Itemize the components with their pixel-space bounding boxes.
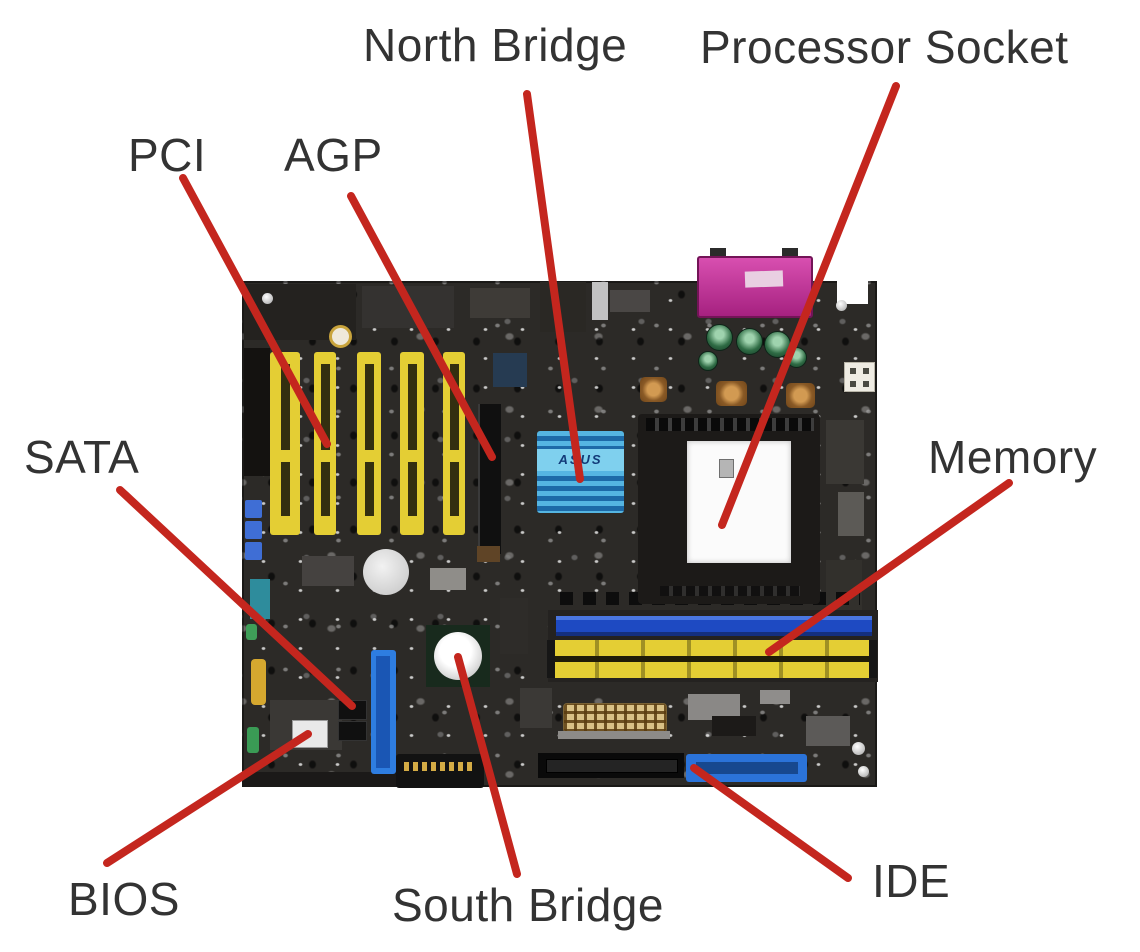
leader-line-agp: [347, 192, 496, 461]
label-pci: PCI: [128, 129, 207, 181]
label-sata: SATA: [24, 431, 140, 483]
board-component: [558, 731, 670, 739]
cpu-power-pins: [850, 368, 856, 374]
usb-header: [245, 500, 262, 518]
leader-line-sata: [116, 486, 356, 710]
inductor-coil: [786, 383, 815, 408]
screw: [836, 300, 847, 311]
board-component: [806, 716, 850, 746]
memory-slots: [553, 640, 874, 656]
leader-line-bios: [103, 730, 312, 867]
label-ide: IDE: [872, 855, 951, 907]
atx-power-connector: [563, 703, 667, 733]
screw: [262, 293, 273, 304]
board-component: [430, 568, 466, 590]
board-component: [826, 420, 864, 484]
memory-slot-gap: [553, 656, 874, 662]
leader-line-memory: [765, 479, 1013, 656]
board-component: [500, 598, 528, 654]
capacitor-green: [247, 727, 259, 753]
capacitor-green: [698, 351, 718, 371]
board-component: [610, 290, 650, 312]
board-component: [470, 288, 530, 318]
screw: [858, 766, 869, 777]
cpu-socket-pins: [660, 586, 800, 596]
slot-groove: [364, 364, 374, 516]
leader-line-south-bridge: [454, 653, 521, 878]
ide-connector-slot: [696, 762, 798, 774]
label-north-bridge: North Bridge: [363, 19, 628, 71]
edge-connector-teal: [250, 579, 270, 619]
slot-groove: [280, 364, 290, 516]
usb-header: [245, 542, 262, 560]
label-bios: BIOS: [68, 873, 180, 925]
board-component: [838, 492, 864, 536]
inductor-coil: [640, 377, 667, 402]
capacitor-green: [246, 624, 257, 640]
board-component: [712, 716, 756, 736]
chipset-chip: [493, 353, 527, 387]
board-component: [244, 348, 270, 476]
label-south-bridge: South Bridge: [392, 879, 664, 931]
board-component: [760, 690, 790, 704]
label-processor-socket: Processor Socket: [700, 21, 1069, 73]
cmos-battery: [363, 549, 409, 595]
pci-slots: [400, 352, 424, 535]
leader-line-north-bridge: [523, 90, 584, 483]
crystal-oscillator: [329, 325, 352, 348]
front-panel-header: [396, 754, 484, 788]
memory-slot-clip: [547, 640, 555, 678]
capacitor-green: [736, 328, 763, 355]
board-edge: [244, 772, 414, 786]
label-memory: Memory: [928, 431, 1098, 483]
board-component: [520, 688, 552, 728]
cpu-socket-keyhole: [719, 459, 734, 478]
front-panel-pins: [404, 762, 476, 771]
slot-groove: [407, 364, 417, 516]
slot-groove: [449, 364, 459, 516]
inductor-coil: [716, 381, 747, 406]
leader-line-ide: [690, 764, 852, 882]
cpu-power-connector: [844, 362, 875, 392]
sata-ports: [338, 721, 367, 741]
pci-slots: [357, 352, 381, 535]
memory-slots: [553, 662, 874, 678]
memory-slot-clip: [869, 640, 877, 678]
sata-connector-slot: [376, 656, 390, 768]
board-component: [302, 556, 354, 586]
screw: [852, 742, 865, 755]
cpu-socket-inner: [687, 441, 791, 563]
ide-connector-black-slot: [546, 759, 678, 773]
board-component: [688, 694, 740, 720]
label-agp: AGP: [284, 129, 383, 181]
agp-slot-tab: [477, 546, 500, 562]
board-component: [540, 282, 586, 332]
usb-header: [245, 521, 262, 539]
io-notch: [837, 258, 868, 304]
cpu-socket-pins: [646, 418, 814, 431]
capacitor-green: [706, 324, 733, 351]
leader-line-pci: [179, 174, 331, 448]
fan-header: [592, 282, 608, 320]
capacitor-yellow: [251, 659, 266, 705]
leader-line-processor-socket: [718, 82, 900, 529]
